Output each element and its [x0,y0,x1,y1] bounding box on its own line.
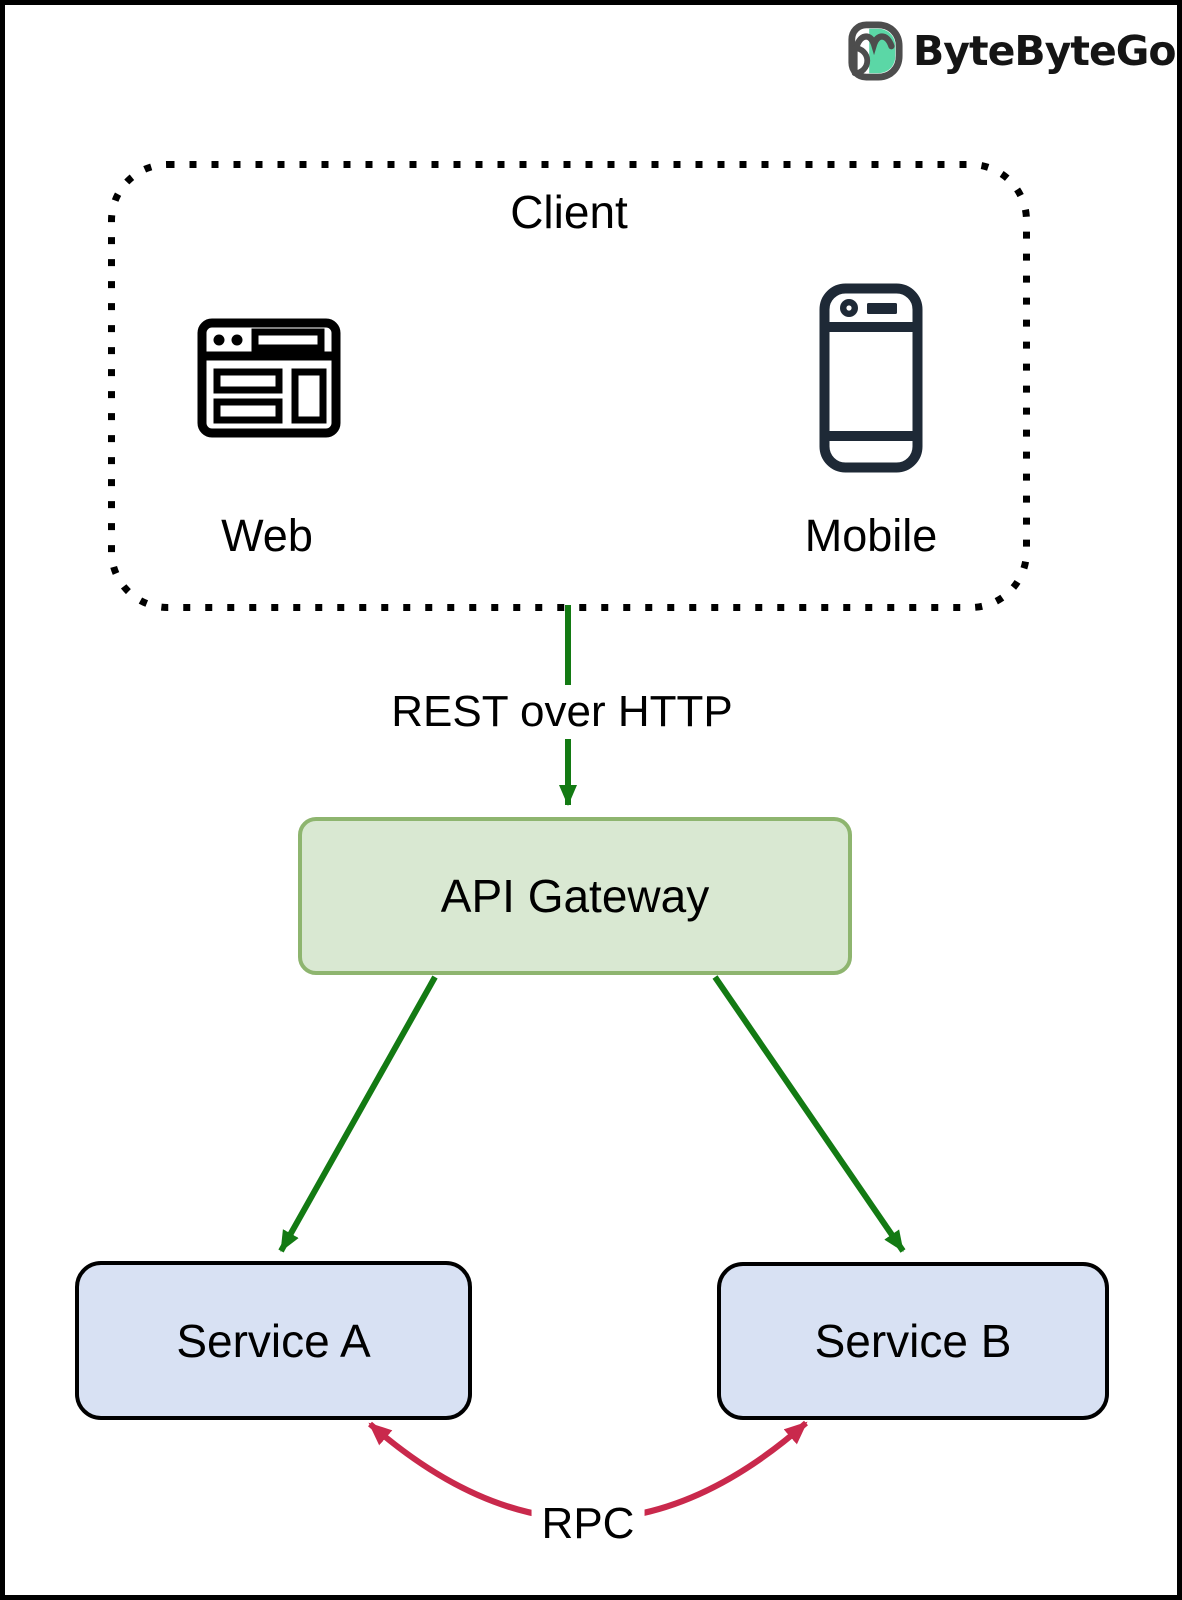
service-b-node: Service B [717,1262,1109,1420]
brand-name: ByteByteGo [913,27,1177,75]
mobile-phone-icon [819,283,923,473]
api-gateway-node: API Gateway [298,817,852,975]
rest-over-http-label: REST over HTTP [381,685,743,739]
web-label: Web [221,510,313,561]
service-a-node: Service A [75,1261,472,1420]
mobile-label: Mobile [804,510,938,561]
client-group-title: Client [510,186,628,238]
bytebytego-logo-icon [848,21,903,81]
arrow-gateway-to-service-a [278,975,438,1253]
rpc-label: RPC [531,1497,645,1551]
service-a-label: Service A [176,1314,371,1367]
web-browser-icon [197,318,341,438]
service-b-label: Service B [814,1315,1012,1367]
arrow-gateway-to-service-b [712,975,906,1253]
client-group-border [108,161,1030,611]
api-gateway-label: API Gateway [440,870,710,922]
